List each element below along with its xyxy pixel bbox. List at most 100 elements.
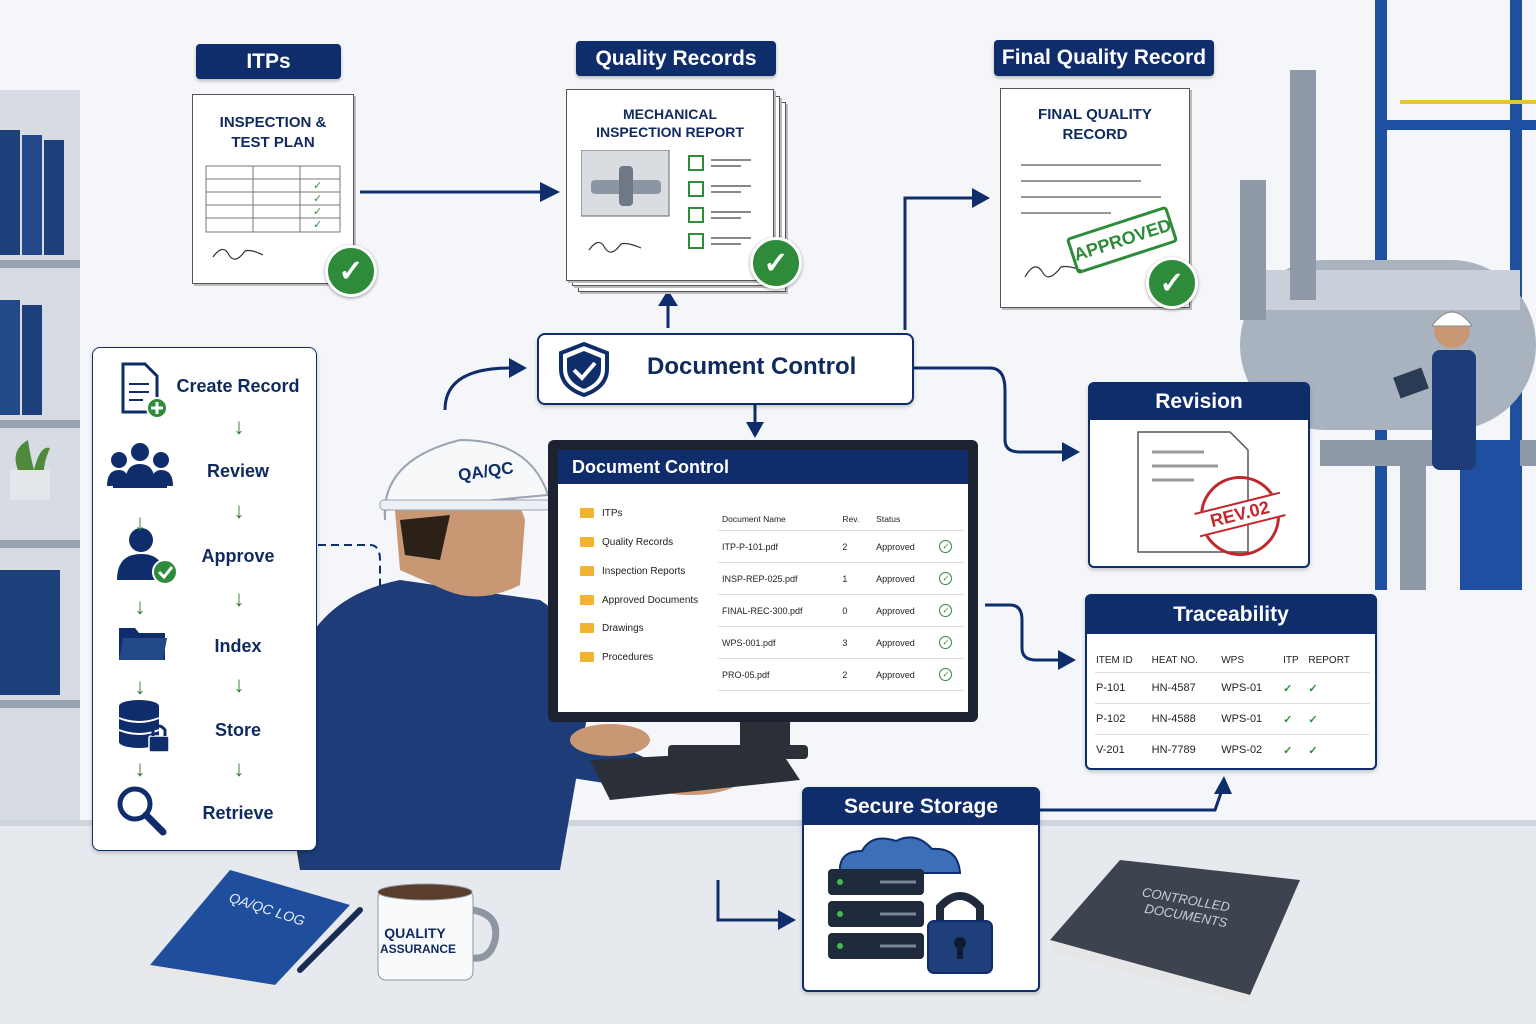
final-title-line2: RECORD: [1062, 126, 1128, 143]
folder-approved-documents[interactable]: Approved Documents: [580, 595, 698, 606]
arrow-down-icon: ↓: [134, 594, 146, 619]
folder-icon: [580, 652, 594, 663]
approved-check-icon: ✓: [939, 604, 953, 617]
col-itp: ITP: [1283, 654, 1299, 666]
report-content-icon: [581, 150, 751, 253]
workflow-step-store[interactable]: Store: [214, 720, 261, 740]
final-approved-check-icon: ✓: [1146, 257, 1198, 309]
folder-icon: [580, 595, 594, 606]
col-item-id: ITEM ID: [1096, 654, 1133, 666]
create-record-icon: [121, 362, 167, 419]
traceability-title: Traceability: [1087, 596, 1375, 634]
svg-text:✓: ✓: [313, 193, 322, 205]
secure-storage-card[interactable]: Secure Storage: [802, 787, 1040, 992]
folder-index-icon: [119, 628, 167, 660]
approved-check-icon: ✓: [939, 572, 953, 585]
folder-quality-records[interactable]: Quality Records: [580, 537, 673, 548]
approve-user-icon: [117, 528, 178, 585]
approved-check-icon: ✓: [939, 636, 953, 649]
revision-title: Revision: [1090, 384, 1308, 420]
workflow-step-retrieve[interactable]: Retrieve: [202, 803, 274, 823]
folder-icon: [580, 623, 594, 634]
secure-storage-title: Secure Storage: [804, 789, 1038, 825]
folder-icon: [580, 508, 594, 519]
database-lock-icon: [118, 700, 170, 753]
mug-label-line2: ASSURANCE: [380, 942, 457, 956]
workflow-panel: Create Record ↓ Review ↓ Approve ↓ Index…: [92, 347, 317, 851]
workflow-step-create-record[interactable]: Create Record: [176, 376, 300, 396]
approved-check-icon: ✓: [939, 668, 953, 681]
arrow-down-icon: ↓: [233, 586, 245, 611]
document-control-box[interactable]: Document Control: [537, 333, 914, 405]
workflow-step-approve[interactable]: Approve: [201, 546, 275, 566]
col-rev[interactable]: Rev.: [838, 508, 873, 531]
arrow-down-icon: ↓: [233, 414, 245, 439]
folder-itps[interactable]: ITPs: [580, 508, 623, 519]
report-title-line2: INSPECTION REPORT: [596, 124, 744, 140]
folder-inspection-reports[interactable]: Inspection Reports: [580, 566, 685, 577]
workflow-step-index[interactable]: Index: [214, 636, 262, 656]
quality-records-header: Quality Records: [576, 41, 776, 76]
folder-drawings[interactable]: Drawings: [580, 623, 644, 634]
itp-document[interactable]: INSPECTION & TEST PLAN ✓ ✓ ✓ ✓: [192, 94, 354, 284]
final-quality-record-header: Final Quality Record: [994, 40, 1214, 76]
itp-table-icon: ✓ ✓ ✓ ✓: [205, 165, 341, 260]
check-icon: ✓: [1308, 713, 1318, 726]
review-team-icon: [107, 443, 173, 488]
final-record-lines-icon: [1021, 164, 1161, 278]
itp-title-line2: TEST PLAN: [231, 134, 315, 151]
arrow-down-icon: ↓: [233, 498, 245, 523]
col-document-name[interactable]: Document Name: [718, 508, 839, 531]
check-icon: ✓: [1283, 682, 1293, 695]
itp-approved-check-icon: ✓: [325, 245, 377, 297]
arrow-down-icon: ↓: [134, 510, 146, 535]
approved-check-icon: ✓: [939, 540, 953, 553]
folder-procedures[interactable]: Procedures: [580, 652, 653, 663]
svg-text:✓: ✓: [313, 219, 322, 231]
col-status[interactable]: Status: [872, 508, 936, 531]
col-report: REPORT: [1308, 654, 1350, 666]
check-icon: ✓: [1308, 682, 1318, 695]
folder-icon: [580, 537, 594, 548]
svg-text:✓: ✓: [313, 206, 322, 218]
report-title-line1: MECHANICAL: [622, 106, 718, 122]
mechanical-inspection-report[interactable]: MECHANICAL INSPECTION REPORT: [566, 89, 774, 281]
arrow-down-icon: ↓: [233, 756, 245, 781]
final-title-line1: FINAL QUALITY: [1038, 106, 1152, 123]
app-title: Document Control: [558, 450, 968, 484]
arrow-down-icon: ↓: [134, 674, 146, 699]
document-control-app[interactable]: Document Control ITPs Quality Records In…: [558, 450, 968, 712]
document-control-label: Document Control: [647, 353, 857, 380]
check-icon: ✓: [1283, 744, 1293, 757]
revision-card[interactable]: Revision REV.02: [1088, 382, 1310, 568]
arrow-down-icon: ↓: [134, 756, 146, 781]
shield-check-icon: [559, 341, 609, 397]
server-cloud-lock-icon: [828, 836, 993, 974]
report-approved-check-icon: ✓: [750, 237, 802, 289]
itp-title-line1: INSPECTION &: [219, 114, 327, 131]
svg-text:✓: ✓: [313, 180, 322, 192]
traceability-card[interactable]: Traceability ITEM ID HEAT NO. WPS ITP RE…: [1085, 594, 1377, 770]
col-heat-no: HEAT NO.: [1151, 654, 1198, 666]
computer-monitor: Document Control ITPs Quality Records In…: [548, 440, 978, 722]
check-icon: ✓: [1283, 713, 1293, 726]
workflow-step-review[interactable]: Review: [206, 461, 270, 481]
itps-header: ITPs: [196, 44, 341, 79]
folder-icon: [580, 566, 594, 577]
mug-label-line1: QUALITY: [384, 925, 446, 941]
col-wps: WPS: [1221, 654, 1244, 666]
check-icon: ✓: [1308, 744, 1318, 757]
search-magnifier-icon: [117, 786, 167, 836]
arrow-down-icon: ↓: [233, 672, 245, 697]
